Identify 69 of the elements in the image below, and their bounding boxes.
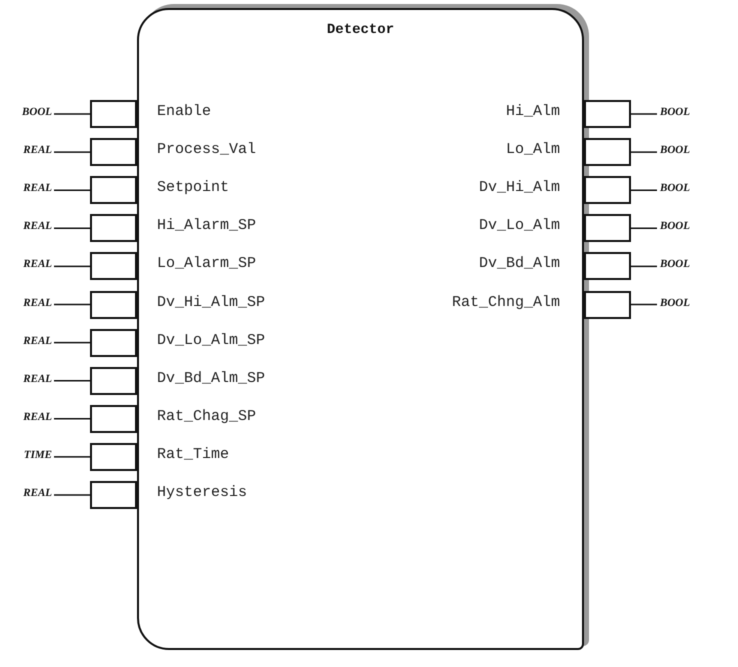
connector-line <box>54 418 90 420</box>
pin-box <box>90 404 137 433</box>
block-title: Detector <box>326 22 394 38</box>
data-type-label: TIME <box>24 448 52 461</box>
connector-line <box>631 304 657 306</box>
pin-name: Process_Val <box>157 141 256 158</box>
connector-line <box>54 113 90 115</box>
connector-line <box>631 189 657 191</box>
data-type-label: BOOL <box>660 220 690 232</box>
data-type-label: REAL <box>23 296 52 308</box>
pin-name: Lo_Alarm_SP <box>157 255 256 272</box>
data-type-label: REAL <box>23 220 52 232</box>
pin-box <box>90 328 137 357</box>
pin-name: Dv_Lo_Alm_SP <box>157 332 266 349</box>
data-type-label: REAL <box>23 372 52 385</box>
data-type-label: BOOL <box>660 296 690 308</box>
pin-name: Setpoint <box>157 179 230 196</box>
pin-name: Enable <box>157 103 212 120</box>
connector-line <box>54 494 90 496</box>
pin-name: Rat_Time <box>157 446 230 463</box>
connector-line <box>54 380 90 382</box>
data-type-label: BOOL <box>22 106 52 118</box>
pin-box <box>584 100 631 128</box>
connector-line <box>54 228 90 230</box>
pin-box <box>584 138 631 166</box>
pin-box <box>90 290 137 318</box>
data-type-label: REAL <box>23 144 52 156</box>
data-type-label: REAL <box>23 182 52 194</box>
pin-box <box>90 214 137 242</box>
pin-box <box>584 214 631 242</box>
connector-line <box>54 266 90 268</box>
pin-box <box>90 481 137 509</box>
pin-name: Hi_Alm <box>506 103 560 120</box>
connector-line <box>631 151 657 153</box>
connector-line <box>54 189 90 191</box>
pin-name: Dv_Hi_Alm_SP <box>157 294 266 310</box>
pin-name: Dv_Bd_Alm <box>478 255 560 272</box>
connector-line <box>54 151 90 153</box>
pin-name: Rat_Chag_SP <box>157 408 256 425</box>
data-type-label: REAL <box>23 334 52 347</box>
pin-name: Dv_Lo_Alm <box>478 217 560 234</box>
pin-box <box>90 366 137 395</box>
pin-name: Lo_Alm <box>506 141 560 158</box>
pin-name: Hysteresis <box>157 484 248 501</box>
pin-name: Dv_Bd_Alm_SP <box>157 370 266 387</box>
pin-box <box>90 176 137 204</box>
connector-line <box>631 228 657 230</box>
data-type-label: BOOL <box>660 182 690 194</box>
data-type-label: BOOL <box>660 144 690 156</box>
pin-box <box>90 442 137 471</box>
pin-box <box>584 290 631 318</box>
pin-box <box>90 252 137 280</box>
pin-name: Rat_Chng_Alm <box>452 294 560 310</box>
data-type-label: BOOL <box>660 106 690 118</box>
pin-box <box>90 100 137 128</box>
pin-box <box>90 138 137 166</box>
connector-line <box>54 456 90 458</box>
pin-box <box>584 252 631 280</box>
pin-box <box>584 176 631 204</box>
data-type-label: REAL <box>23 410 52 423</box>
data-type-label: REAL <box>23 487 52 499</box>
connector-line <box>54 342 90 344</box>
pin-name: Hi_Alarm_SP <box>157 217 256 234</box>
connector-line <box>54 304 90 306</box>
connector-line <box>631 266 657 268</box>
data-type-label: BOOL <box>660 258 690 270</box>
data-type-label: REAL <box>23 258 52 270</box>
connector-line <box>631 113 657 115</box>
pin-name: Dv_Hi_Alm <box>478 179 560 196</box>
